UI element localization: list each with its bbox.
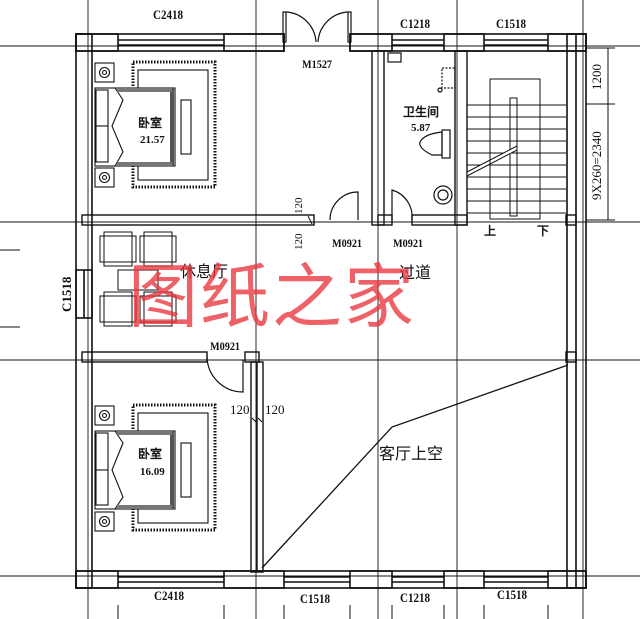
room-name-living-void: 客厅上空 bbox=[379, 444, 444, 463]
window-label-top-c2418: C2418 bbox=[153, 7, 184, 22]
room-name-bedroom-bottom: 卧室 bbox=[138, 447, 163, 461]
window-label-bottom-c1518-a: C1518 bbox=[300, 591, 331, 606]
room-name-bathroom: 卫生间 bbox=[403, 105, 440, 119]
door-label-main: M1527 bbox=[302, 57, 333, 71]
dimension-wall-b: 120 bbox=[293, 233, 305, 251]
door-label-bedroom-bottom: M0921 bbox=[210, 339, 241, 353]
dimension-right-lower: 9X260=2340 bbox=[589, 131, 604, 200]
dimension-wall-d: 120 bbox=[265, 402, 285, 417]
door-label-bathroom: M0921 bbox=[393, 236, 424, 250]
window-label-bottom-c2418: C2418 bbox=[154, 588, 185, 603]
dimension-wall-a: 120 bbox=[293, 197, 305, 215]
stair-up-label: 上 bbox=[484, 224, 497, 238]
room-area-bedroom-top: 21.57 bbox=[140, 134, 165, 146]
room-name-bedroom-top: 卧室 bbox=[138, 116, 163, 130]
room-area-bedroom-bottom: 16.09 bbox=[140, 466, 165, 478]
stair-down-label: 下 bbox=[537, 224, 550, 238]
room-name-corridor: 过道 bbox=[399, 263, 432, 282]
window-label-top-c1518: C1518 bbox=[496, 16, 527, 31]
dimension-wall-c: 120 bbox=[230, 402, 250, 417]
dimension-right-upper: 1200 bbox=[589, 64, 604, 90]
window-label-left-c1518: C1518 bbox=[59, 276, 74, 312]
room-area-bathroom: 5.87 bbox=[411, 122, 431, 134]
window-label-bottom-c1518-b: C1518 bbox=[497, 587, 528, 602]
window-label-bottom-c1218: C1218 bbox=[400, 590, 431, 605]
door-label-bedroom-top: M0921 bbox=[332, 236, 363, 250]
window-label-top-c1218: C1218 bbox=[400, 16, 431, 31]
room-name-lounge: 休息厅 bbox=[180, 262, 229, 281]
watermark: 图纸之家 bbox=[128, 256, 416, 338]
